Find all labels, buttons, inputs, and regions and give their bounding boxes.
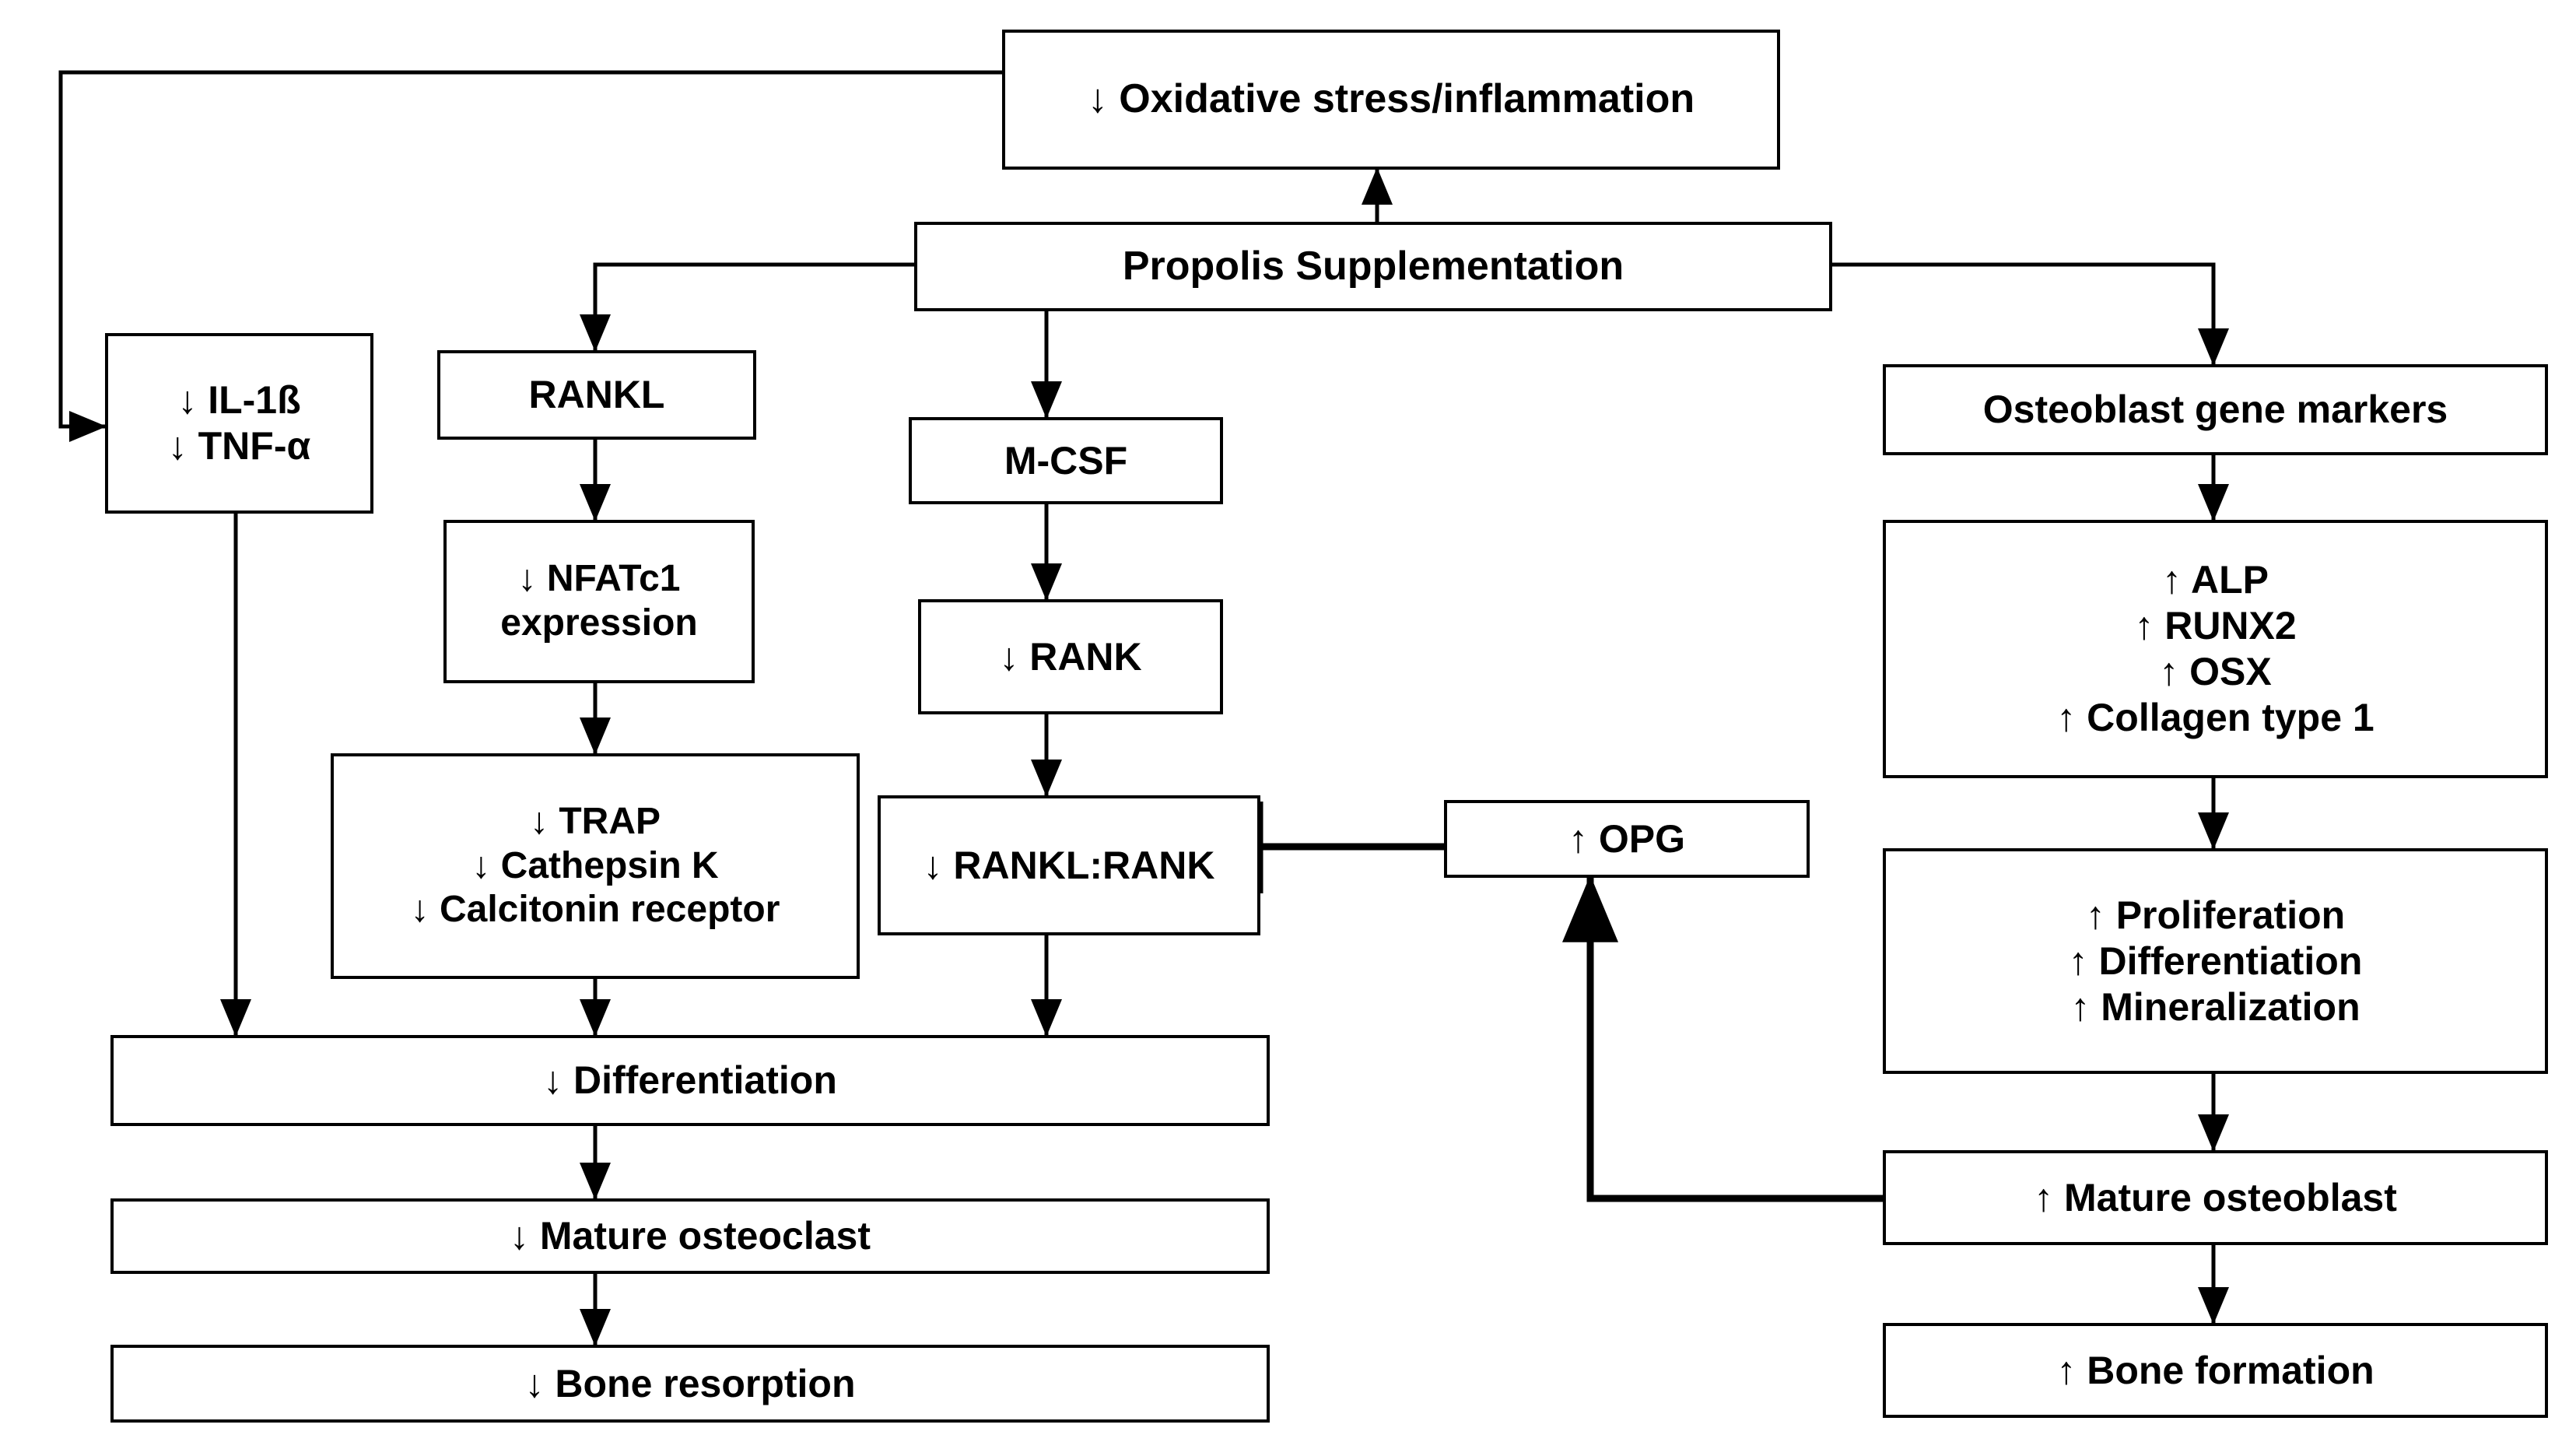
node-oxidative-stress-line-0: ↓ Oxidative stress/inflammation [1087, 76, 1695, 122]
node-nfatc1-line-0: ↓ NFATc1 [517, 558, 681, 600]
node-rankl-line-0: RANKL [528, 373, 665, 416]
edge-propolis-to-rankl [580, 262, 914, 353]
node-rank-line-0: ↓ RANK [999, 634, 1142, 679]
edge-mature-osteoblast-to-opg [1562, 875, 1883, 1202]
node-osteoclast-markers[interactable]: ↓ TRAP ↓ Cathepsin K ↓ Calcitonin recept… [331, 753, 860, 979]
node-oxidative-stress[interactable]: ↓ Oxidative stress/inflammation [1002, 30, 1780, 170]
node-cytokines[interactable]: ↓ IL-1ß ↓ TNF-α [105, 333, 373, 514]
node-mcsf[interactable]: M-CSF [909, 417, 1223, 504]
node-mature-osteoblast[interactable]: ↑ Mature osteoblast [1883, 1150, 2548, 1245]
node-osteoclast-markers-line-2: ↓ Calcitonin receptor [410, 889, 780, 931]
node-nfatc1[interactable]: ↓ NFATc1 expression [443, 520, 755, 683]
node-bone-formation-line-0: ↑ Bone formation [2056, 1348, 2374, 1392]
edge-oxidative-to-cytokines [58, 70, 1002, 442]
node-rankl-rank-line-0: ↓ RANKL:RANK [923, 843, 1215, 887]
edge-propolis-to-osteoblast-markers [1832, 262, 2229, 367]
node-rankl[interactable]: RANKL [437, 350, 756, 440]
node-osteoblast-markers-list-line-0: ↑ ALP [2161, 558, 2269, 602]
node-bone-resorption-line-0: ↓ Bone resorption [524, 1361, 856, 1405]
node-osteoblast-activity[interactable]: ↑ Proliferation ↑ Differentiation ↑ Mine… [1883, 848, 2548, 1074]
node-mature-osteoblast-line-0: ↑ Mature osteoblast [2034, 1175, 2397, 1219]
node-osteoclast-markers-line-1: ↓ Cathepsin K [471, 844, 719, 886]
node-osteoblast-markers-list-line-1: ↑ RUNX2 [2134, 604, 2297, 647]
node-bone-resorption[interactable]: ↓ Bone resorption [110, 1345, 1270, 1423]
node-nfatc1-line-1: expression [500, 602, 698, 644]
node-cytokines-line-1: ↓ TNF-α [167, 424, 311, 468]
node-osteoblast-activity-line-2: ↑ Mineralization [2070, 984, 2360, 1029]
node-rank[interactable]: ↓ RANK [918, 599, 1223, 714]
node-rankl-rank-ratio[interactable]: ↓ RANKL:RANK [878, 795, 1260, 935]
node-mcsf-line-0: M-CSF [1004, 438, 1128, 482]
node-osteoblast-markers-list[interactable]: ↑ ALP ↑ RUNX2 ↑ OSX ↑ Collagen type 1 [1883, 520, 2548, 778]
node-propolis-line-0: Propolis Supplementation [1122, 243, 1624, 289]
node-osteoblast-gene-markers[interactable]: Osteoblast gene markers [1883, 364, 2548, 455]
node-mature-osteoclast-line-0: ↓ Mature osteoclast [509, 1214, 871, 1258]
node-osteoblast-activity-line-0: ↑ Proliferation [2085, 893, 2346, 937]
node-mature-osteoclast[interactable]: ↓ Mature osteoclast [110, 1198, 1270, 1274]
node-opg-line-0: ↑ OPG [1568, 816, 1686, 861]
node-osteoblast-activity-line-1: ↑ Differentiation [2068, 939, 2363, 983]
node-differentiation-down[interactable]: ↓ Differentiation [110, 1035, 1270, 1126]
node-osteoblast-markers-list-line-3: ↑ Collagen type 1 [2056, 696, 2374, 739]
node-osteoclast-markers-line-0: ↓ TRAP [530, 801, 661, 843]
node-propolis-supplementation[interactable]: Propolis Supplementation [914, 222, 1832, 311]
node-osteoblast-markers-list-line-2: ↑ OSX [2159, 650, 2272, 693]
node-bone-formation[interactable]: ↑ Bone formation [1883, 1323, 2548, 1418]
node-opg[interactable]: ↑ OPG [1444, 800, 1810, 878]
node-osteoblast-gene-markers-line-0: Osteoblast gene markers [1982, 388, 2448, 431]
node-differentiation-down-line-0: ↓ Differentiation [543, 1058, 837, 1102]
node-cytokines-line-0: ↓ IL-1ß [177, 378, 301, 422]
